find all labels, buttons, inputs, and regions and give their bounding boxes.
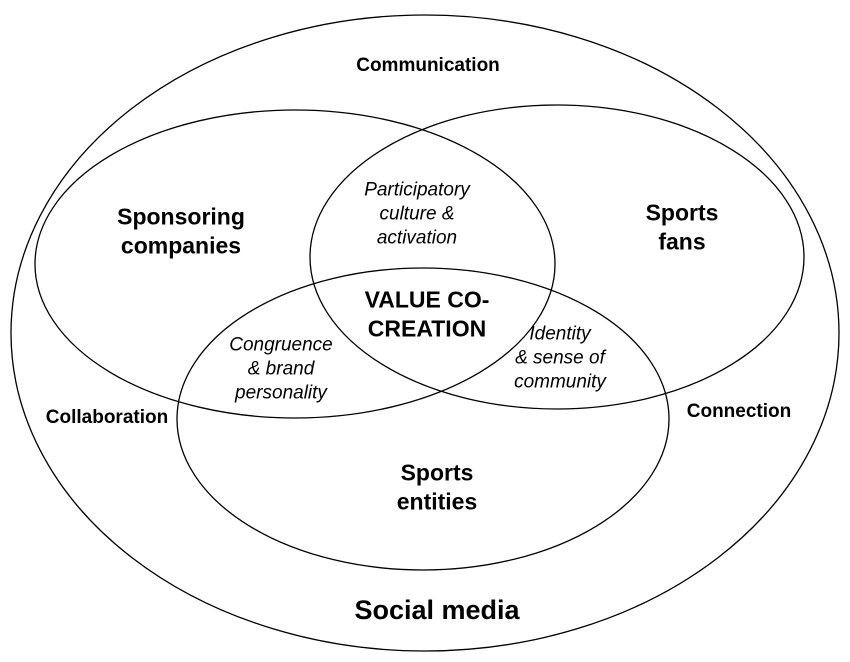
line: Congruence (229, 334, 333, 356)
social-media-label: Social media (354, 595, 520, 626)
sports-entities-ellipse (176, 267, 670, 571)
line: personality (235, 381, 327, 403)
value-co-creation-label: VALUE CO- CREATION (365, 285, 490, 343)
line: community (514, 370, 606, 392)
line: fans (658, 228, 706, 254)
line: VALUE CO- (364, 286, 490, 313)
sponsoring-companies-label: Sponsoring companies (117, 202, 245, 260)
sports-fans-ellipse (309, 104, 805, 410)
sports-fans-label: Sports fans (646, 198, 719, 256)
sponsoring-companies-ellipse (34, 109, 556, 419)
line: Sponsoring (117, 203, 245, 230)
connection-label: Connection (686, 401, 792, 423)
line: companies (120, 232, 242, 258)
participatory-culture-label: Participatory culture & activation (364, 178, 470, 249)
line: activation (376, 226, 458, 248)
collaboration-label: Collaboration (45, 407, 169, 429)
congruence-label: Congruence & brand personality (229, 333, 333, 404)
line: Identity (529, 323, 591, 345)
line: & sense of (515, 347, 605, 369)
sports-entities-label: Sports entities (397, 458, 478, 516)
line: culture & (379, 203, 455, 225)
line: Sports (400, 459, 474, 486)
line: entities (396, 488, 478, 514)
line: CREATION (367, 315, 487, 341)
line: Participatory (364, 179, 470, 201)
communication-label: Communication (356, 55, 500, 77)
line: & brand (247, 358, 315, 380)
identity-community-label: Identity & sense of community (514, 322, 606, 393)
social-media-ellipse (10, 14, 840, 652)
line: Sports (645, 199, 719, 226)
